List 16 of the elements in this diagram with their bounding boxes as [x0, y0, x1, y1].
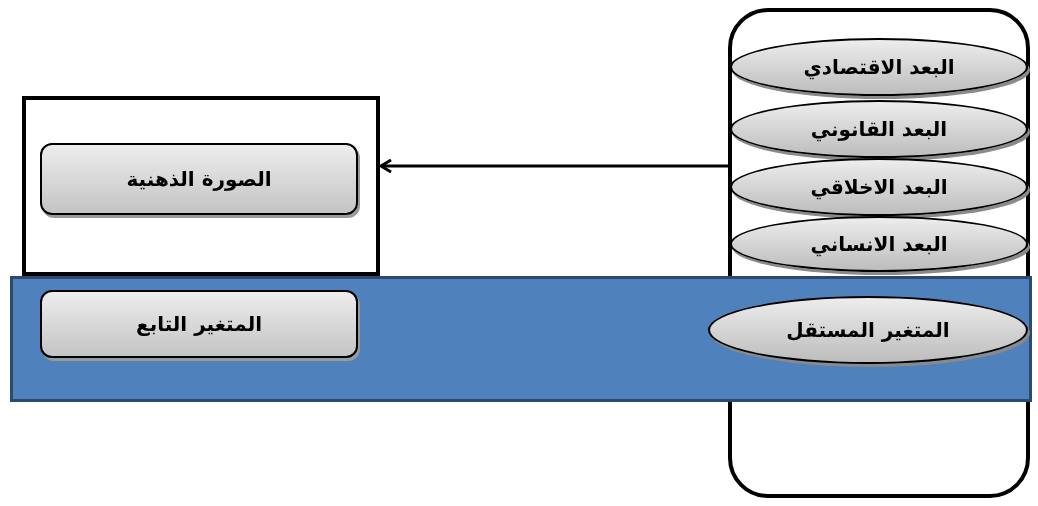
band [10, 276, 1032, 402]
node-label: البعد القانوني [810, 116, 948, 142]
ellipse-node [730, 100, 1028, 158]
group-frame [22, 96, 380, 276]
node-label: البعد الانساني [810, 231, 948, 257]
rounded-box [40, 290, 358, 358]
ellipse-node [730, 158, 1028, 216]
arrow [379, 158, 728, 174]
node-label: البعد الاخلاقي [810, 174, 948, 200]
node-label: المتغير التابع [136, 311, 262, 337]
node-label: الصورة الذهنية [126, 166, 272, 192]
ellipse-node [730, 38, 1028, 96]
ellipse-node [730, 216, 1028, 272]
node-label: المتغير المستقل [786, 317, 950, 343]
rounded-box [40, 143, 358, 215]
node-label: البعد الاقتصادي [803, 54, 955, 80]
